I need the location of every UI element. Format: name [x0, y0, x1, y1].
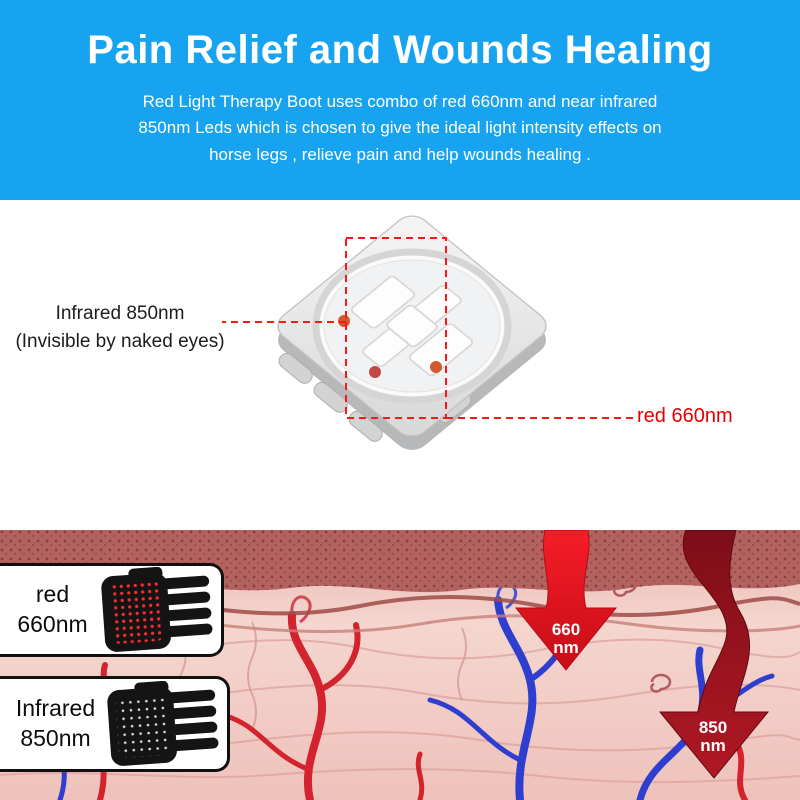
legend-infrared-line2: 850nm: [20, 725, 91, 751]
led-chip-section: Infrared 850nm (Invisible by naked eyes)…: [0, 200, 800, 530]
therapy-boot-red-icon: [101, 567, 213, 652]
led-chip-illustration: [222, 215, 636, 450]
legend-red-text: red 660nm: [8, 580, 97, 640]
legend-red-line2: 660nm: [17, 611, 88, 637]
red-led-die: [369, 366, 381, 378]
page-title: Pain Relief and Wounds Healing: [87, 28, 713, 72]
arrow-850: 850 nm: [658, 530, 770, 779]
dashed-annotations: [222, 237, 636, 419]
red-660-label: red 660nm: [637, 405, 733, 427]
legend-infrared-line1: Infrared: [15, 695, 96, 722]
infrared-label-block: Infrared 850nm (Invisible by naked eyes): [0, 300, 240, 355]
therapy-boot-infrared-icon: [107, 681, 219, 766]
dashed-annotation-rect: [345, 237, 447, 419]
legend-infrared-text: Infrared 850nm: [8, 694, 103, 754]
legend-box-red-660: red 660nm: [0, 563, 224, 657]
legend-box-infrared-850: Infrared 850nm: [0, 676, 230, 772]
tissue-section: 660 nm 850 nm red 660nm: [0, 530, 800, 800]
chip-pads: [350, 275, 474, 377]
hero-section: Pain Relief and Wounds Healing Red Light…: [0, 0, 800, 200]
arrow-660: 660 nm: [514, 530, 618, 671]
infrared-note: (Invisible by naked eyes): [15, 330, 225, 352]
infrared-led-die-2: [430, 361, 442, 373]
arrow-850-label-line1: 850: [699, 718, 727, 737]
hero-description: Red Light Therapy Boot uses combo of red…: [138, 92, 662, 164]
arrow-660-label-line2: nm: [553, 638, 579, 657]
infrared-label: Infrared 850nm: [55, 303, 185, 324]
legend-red-line1: red: [35, 581, 70, 608]
arrow-660-label-line1: 660: [552, 620, 580, 639]
arrow-850-label-line2: nm: [700, 736, 726, 755]
